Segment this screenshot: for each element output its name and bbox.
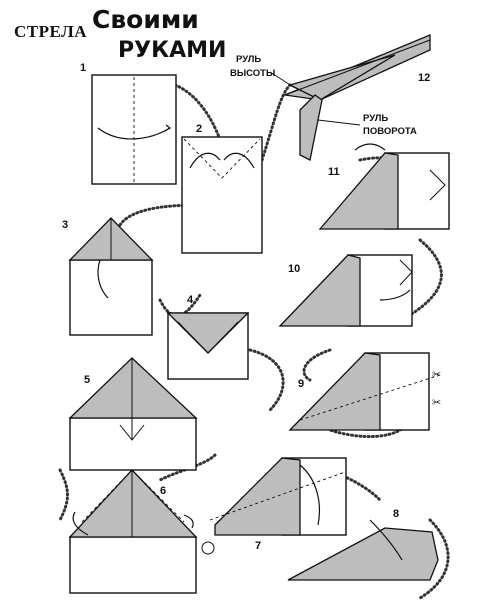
svg-text:РУЛЬ: РУЛЬ [363,113,388,124]
scissors-icon: ✂ [432,368,441,381]
step-number-5: 5 [84,374,90,386]
step-2 [181,136,263,254]
step-number-4: 4 [187,294,194,306]
step-4 [166,312,250,380]
step-1 [91,74,177,185]
step-5 [68,357,198,471]
step-number-9: 9 [298,378,304,390]
step-8 [287,519,439,581]
step-11 [318,143,450,230]
step-number-7: 7 [255,540,261,552]
svg-text:ПОВОРОТА: ПОВОРОТА [363,126,417,137]
step-number-1: 1 [80,62,86,74]
step-12-finished-plane [282,34,431,161]
step-number-6: 6 [160,485,166,497]
step-7 [209,457,347,536]
step-6 [68,469,215,594]
step-10 [278,254,413,327]
step-number-2: 2 [196,123,202,135]
logo-line-2: РУКАМИ [118,38,227,63]
step-number-8: 8 [393,508,399,520]
step-9: ✂ ✂ [288,352,441,431]
step-number-3: 3 [62,219,68,231]
step-3 [68,217,154,336]
step-number-12: 12 [418,72,430,84]
label-rudder: РУЛЬ ПОВОРОТА [317,113,417,137]
svg-text:ВЫСОТЫ: ВЫСОТЫ [230,68,275,79]
scissors-icon: ✂ [432,396,441,409]
svg-text:РУЛЬ: РУЛЬ [236,54,261,65]
step-number-10: 10 [288,263,300,275]
label-elevator: РУЛЬ ВЫСОТЫ [230,54,296,89]
step-number-11: 11 [328,166,340,178]
page-title: СТРЕЛА [14,22,88,41]
logo-line-1: Своими [92,5,199,34]
